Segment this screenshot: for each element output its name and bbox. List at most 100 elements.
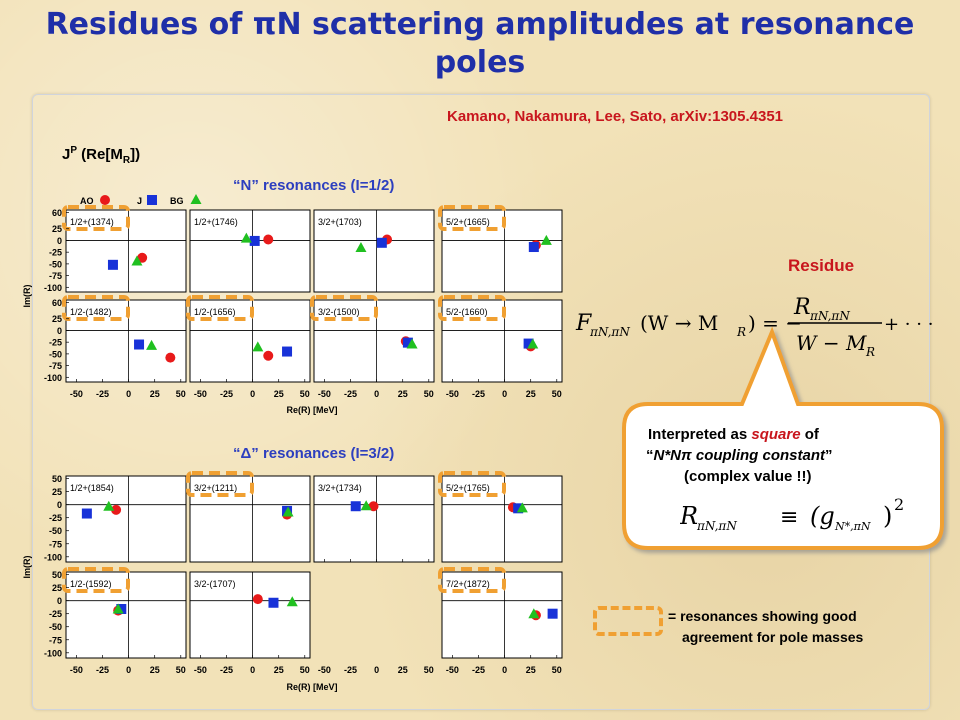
formula-lhs: F xyxy=(575,311,592,336)
formula-tail: + · · · xyxy=(884,314,933,335)
coupling-formula: R πN,πN ≡ (g N*,πN ) 2 xyxy=(680,495,904,533)
ytick-1-4-0: 50 xyxy=(52,570,62,580)
legend-label-AO: AO xyxy=(80,196,94,206)
panel-0-1 xyxy=(189,209,311,293)
xtick-1-5-2: 0 xyxy=(250,665,255,675)
legend-marker-J xyxy=(147,195,157,205)
point-AO-1-2-0 xyxy=(368,501,379,512)
point-AO-1-0-0 xyxy=(111,504,122,515)
delta-resonances-header: “Δ” resonances (I=3/2) xyxy=(233,445,395,462)
point-BG-1-6-2 xyxy=(528,608,540,619)
panel-label-1-2: 3/2+(1734) xyxy=(318,483,362,493)
panel-label-1-1: 3/2+(1211) xyxy=(194,483,237,493)
ytick-1-4-3: -25 xyxy=(49,609,62,619)
point-J-1-2-1 xyxy=(350,501,361,512)
xtick-1-2-1: -25 xyxy=(344,665,357,675)
point-J-0-5-1 xyxy=(282,346,293,357)
xtick-0-5-3: 25 xyxy=(274,389,284,399)
highlight-box-0-3 xyxy=(438,205,506,231)
xtick-1-5-3: 25 xyxy=(274,665,284,675)
point-BG-1-3-2 xyxy=(516,502,528,513)
jp-label: JP (Re[MR]) xyxy=(62,145,141,166)
ytick-0-0-6: -100 xyxy=(44,283,62,293)
point-J-0-1-1 xyxy=(249,235,260,246)
slide-title: Residues of πN scattering amplitudes at … xyxy=(45,7,915,80)
xtick-0-6-2: 0 xyxy=(374,389,379,399)
ytick-0-4-1: 25 xyxy=(52,314,62,324)
ytick-0-0-3: -25 xyxy=(49,248,62,258)
callout-line-1: Interpreted as square of xyxy=(648,426,819,443)
cf-eq: ≡ xyxy=(780,505,798,530)
highlight-box-0-7 xyxy=(438,295,506,321)
residue-formula: F πN,πN (W → M R ) = − R πN,πN W − M R +… xyxy=(575,295,933,359)
xtick-0-4-0: -50 xyxy=(70,389,83,399)
point-J-0-7-1 xyxy=(523,338,534,349)
xtick-1-4-1: -25 xyxy=(96,665,109,675)
point-BG-0-7-2 xyxy=(527,338,539,349)
xtick-0-6-1: -25 xyxy=(344,389,357,399)
ylabel-1: Im(R) xyxy=(22,556,32,579)
xtick-1-2-3: 25 xyxy=(398,665,408,675)
point-BG-0-1-2 xyxy=(240,232,252,243)
point-BG-1-4-2 xyxy=(112,603,124,614)
point-J-0-0-1 xyxy=(107,259,118,270)
xtick-1-6-2: 0 xyxy=(502,665,507,675)
point-BG-0-2-2 xyxy=(355,241,367,252)
xtick-0-5-0: -50 xyxy=(194,389,207,399)
ytick-1-0-1: 25 xyxy=(52,487,62,497)
panel-label-0-6: 3/2-(1500) xyxy=(318,307,360,317)
panel-1-2 xyxy=(313,475,435,563)
highlight-box-1-6 xyxy=(438,567,506,593)
xtick-0-7-3: 25 xyxy=(526,389,536,399)
formula-args-sub: R xyxy=(736,325,746,339)
ytick-1-4-2: 0 xyxy=(57,596,62,606)
xlabel-1: Re(R) [MeV] xyxy=(287,682,338,692)
highlight-box-0-0 xyxy=(62,205,130,231)
callout-line-3: (complex value !!) xyxy=(684,468,812,485)
panel-1-0 xyxy=(65,475,187,563)
callout-line-2: “N*Nπ coupling constant” xyxy=(646,447,833,464)
ytick-1-0-0: 50 xyxy=(52,474,62,484)
ytick-0-0-2: 0 xyxy=(57,236,62,246)
panel-1-5 xyxy=(189,571,311,659)
xtick-0-7-4: 50 xyxy=(552,389,562,399)
point-BG-0-3-2 xyxy=(540,234,552,245)
ytick-0-4-5: -75 xyxy=(49,361,62,371)
ytick-0-4-4: -50 xyxy=(49,349,62,359)
formula-den-sub: R xyxy=(865,345,875,359)
xtick-1-5-4: 50 xyxy=(300,665,310,675)
ytick-1-4-1: 25 xyxy=(52,583,62,593)
ylabel-0: Im(R) xyxy=(22,285,32,308)
point-J-0-3-1 xyxy=(528,242,539,253)
ytick-0-0-5: -75 xyxy=(49,271,62,281)
xtick-1-4-0: -50 xyxy=(70,665,83,675)
formula-den: W − M xyxy=(796,331,867,355)
highlight-box-0-5 xyxy=(186,295,254,321)
ytick-0-0-1: 25 xyxy=(52,224,62,234)
ytick-1-0-4: -50 xyxy=(49,526,62,536)
point-J-1-5-1 xyxy=(268,597,279,608)
legend-label-BG: BG xyxy=(170,196,184,206)
point-AO-0-0-0 xyxy=(137,252,148,263)
ytick-1-4-4: -50 xyxy=(49,622,62,632)
point-BG-0-5-2 xyxy=(252,341,264,352)
ytick-1-4-6: -100 xyxy=(44,648,62,658)
xtick-0-5-2: 0 xyxy=(250,389,255,399)
xtick-0-4-1: -25 xyxy=(96,389,109,399)
highlight-box-1-4 xyxy=(62,567,130,593)
panel-label-0-0: 1/2+(1374) xyxy=(70,217,114,227)
point-BG-0-0-2 xyxy=(131,255,143,266)
good-agreement-line-1: = resonances showing good xyxy=(668,608,857,624)
panel-label-0-2: 3/2+(1703) xyxy=(318,217,362,227)
panel-label-0-1: 1/2+(1746) xyxy=(194,217,238,227)
cf-rhs-sub: N*,πN xyxy=(834,520,871,533)
xtick-1-5-1: -25 xyxy=(220,665,233,675)
point-BG-1-0-2 xyxy=(103,500,115,511)
point-BG-0-6-2 xyxy=(406,338,418,349)
xtick-0-4-2: 0 xyxy=(126,389,131,399)
xtick-0-7-2: 0 xyxy=(502,389,507,399)
panel-0-2 xyxy=(313,209,435,293)
point-J-1-3-1 xyxy=(513,503,524,514)
panel-label-0-5: 1/2-(1656) xyxy=(194,307,236,317)
